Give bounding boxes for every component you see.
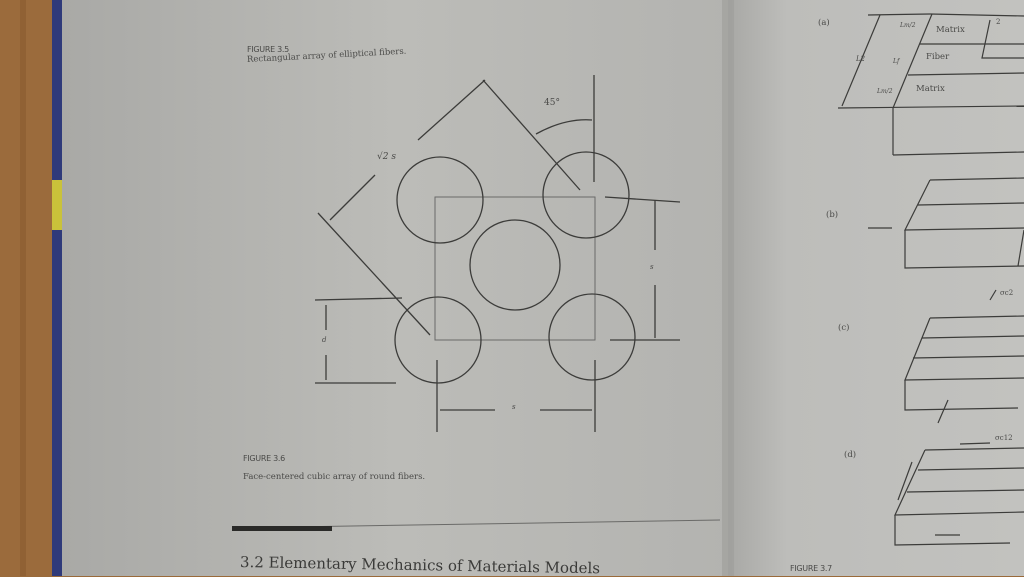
fiber-circle [548, 293, 636, 381]
lf-label: Lf [893, 58, 900, 65]
figure-3-7-diagram [837, 13, 1024, 546]
lm-bottom-label: Lm/2 [877, 88, 893, 95]
figure-3-6-label: FIGURE 3.6 [243, 454, 285, 463]
right-page [728, 0, 1024, 576]
stress-c12-label: σc12 [995, 434, 1013, 442]
angle-arc [535, 119, 593, 135]
gutter [722, 0, 734, 576]
angle-label: 45° [544, 98, 560, 108]
axis-2-label: 2 [996, 18, 1001, 26]
wood-grain [20, 0, 26, 576]
fiber-circle [469, 219, 561, 311]
unit-cell-square [434, 196, 596, 341]
diagonal-label: √2 s [377, 152, 396, 162]
d-label: d [322, 336, 327, 344]
fiber-circle [396, 156, 484, 244]
fiber-circle [542, 151, 630, 239]
figure-3-6-caption: Face-centered cubic array of round fiber… [243, 472, 426, 482]
s-right-label: s [650, 263, 654, 271]
panel-d-label: (d) [844, 450, 857, 460]
figure-3-7-label: FIGURE 3.7 [790, 564, 832, 573]
matrix-bottom-label: Matrix [916, 84, 945, 94]
left-page [62, 0, 732, 576]
lm-top-label: Lm/2 [900, 22, 916, 29]
stress-c2-label: σc2 [1000, 289, 1014, 297]
matrix-top-label: Matrix [936, 25, 965, 35]
figure-3-6-diagram [314, 75, 681, 432]
wood-table [0, 0, 58, 576]
panel-c-label: (c) [838, 323, 850, 333]
fiber-label: Fiber [926, 52, 950, 62]
book-cover-edge [52, 0, 64, 576]
figure-3-5-label: FIGURE 3.5 [247, 45, 289, 54]
panel-a-label: (a) [818, 18, 830, 28]
fiber-circle [394, 296, 482, 384]
panel-b-label: (b) [826, 210, 839, 220]
cover-yellow-stripe [52, 180, 64, 230]
s-bottom-label: s [512, 403, 516, 411]
section-rule-bar [232, 526, 332, 531]
l2-label: L2 [856, 55, 866, 63]
